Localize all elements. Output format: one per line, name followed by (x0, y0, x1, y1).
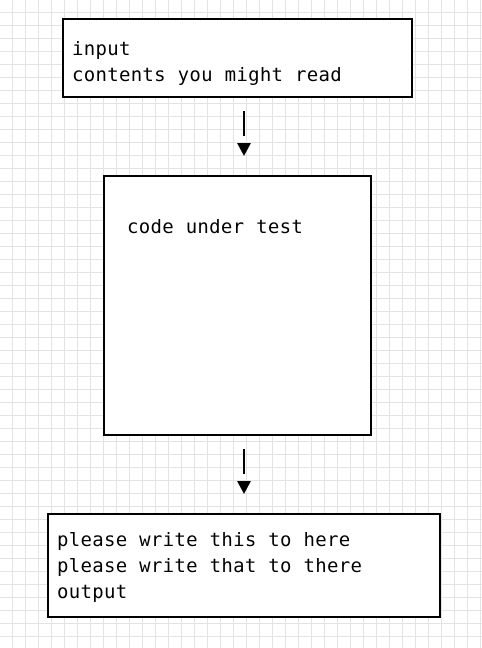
arrow-shaft (243, 111, 245, 136)
arrow-head (237, 481, 251, 494)
code-under-test-box: code under test (103, 175, 372, 436)
arrow-head (237, 143, 251, 156)
input-box: input contents you might read (62, 18, 413, 98)
input-description: contents you might read (72, 64, 342, 86)
arrow-shaft (243, 449, 245, 474)
input-title: input (72, 38, 131, 60)
output-line-2: please write that to there (57, 555, 363, 577)
output-title: output (57, 581, 128, 603)
output-box: please write this to here please write t… (47, 513, 441, 618)
code-under-test-label: code under test (127, 216, 304, 238)
output-line-1: please write this to here (57, 529, 351, 551)
